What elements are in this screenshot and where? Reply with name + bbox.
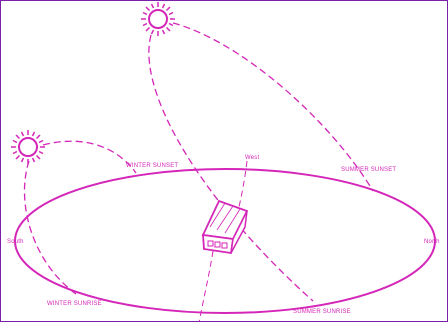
label-summer-sunrise: SUMMER SUNRISE xyxy=(293,309,351,315)
label-winter-sunset: WINTER SUNSET xyxy=(126,163,178,169)
south-line xyxy=(199,251,213,321)
label-north: North xyxy=(424,239,440,245)
label-west: West xyxy=(245,155,259,161)
summer-sun-arc-west xyxy=(173,23,373,191)
label-winter-sunrise: WINTER SUNRISE xyxy=(47,301,102,307)
winter-sun-arc-west xyxy=(43,141,136,173)
sun-icon xyxy=(141,2,175,36)
label-south: South xyxy=(7,239,24,245)
label-summer-sunset: SUMMER SUNSET xyxy=(341,167,396,173)
house-icon xyxy=(203,201,247,253)
sun-icon xyxy=(11,130,45,164)
winter-sun-arc-east xyxy=(24,161,76,294)
